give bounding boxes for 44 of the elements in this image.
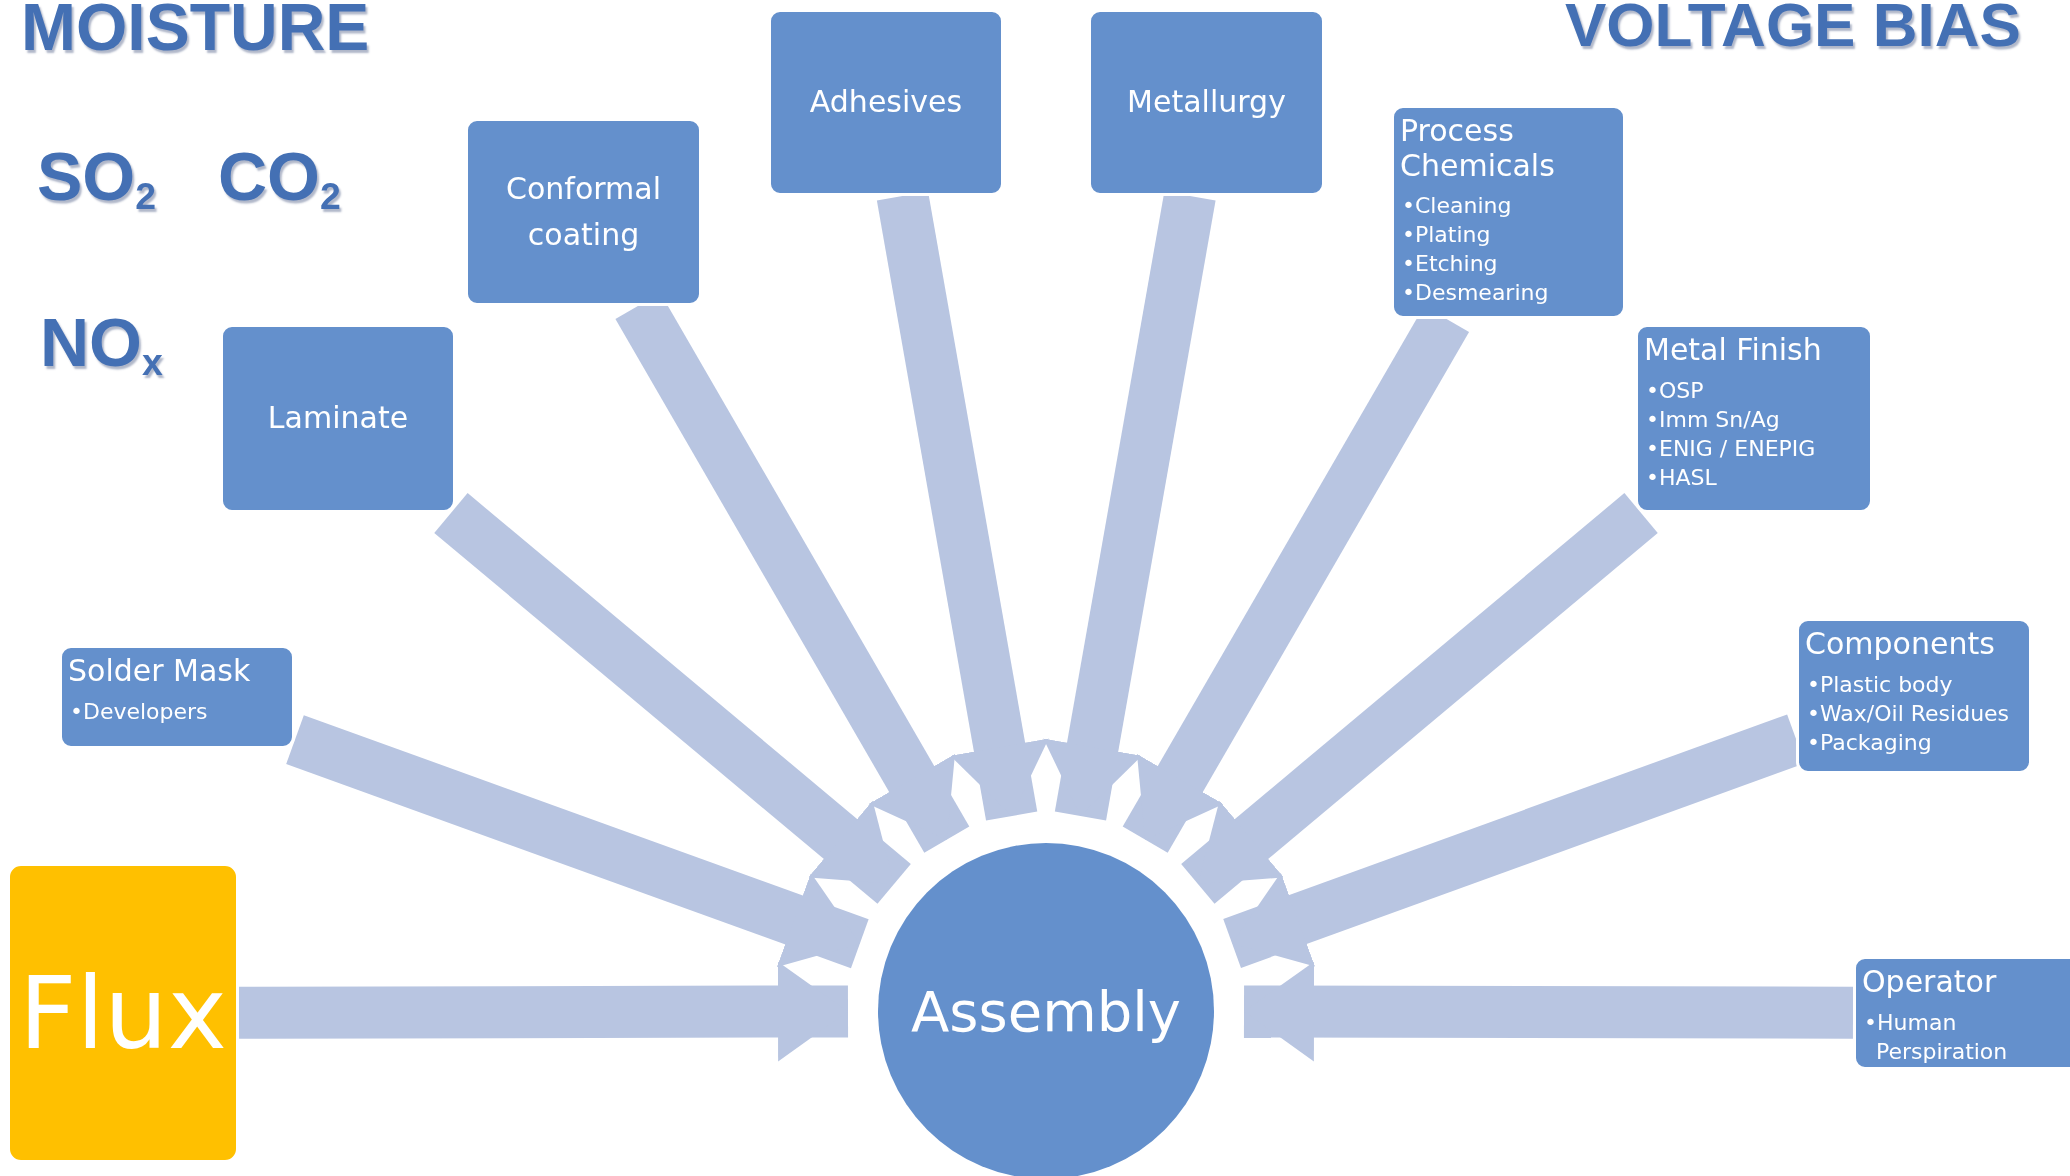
process-box — [1088, 9, 1325, 196]
arrow — [286, 715, 869, 969]
bullet-item: •Desmearing — [1402, 279, 1550, 308]
bullet-item: •Human Perspiration — [1864, 1008, 2009, 1066]
bullet-item: •ENIG / ENEPIG — [1646, 434, 1817, 463]
bullet-item: •Developers — [70, 697, 209, 726]
arrow — [1181, 493, 1658, 904]
bullet-item: •Packaging — [1807, 728, 1933, 757]
box-heading: Process Chemicals — [1400, 114, 1556, 183]
arrow — [1243, 961, 1854, 1062]
bullet-item: •Etching — [1402, 250, 1499, 279]
highlight-box — [7, 863, 239, 1163]
process-box — [59, 645, 295, 749]
bullet-item: •HASL — [1646, 463, 1718, 492]
box-label: Adhesives — [809, 83, 963, 122]
process-box — [1635, 324, 1873, 513]
box-heading: Components — [1805, 627, 1996, 662]
bullet-item: •Plating — [1402, 221, 1492, 250]
circle-label: Assembly — [911, 978, 1181, 1044]
arrow — [238, 961, 849, 1062]
box-heading: Solder Mask — [68, 654, 252, 689]
process-box — [1391, 105, 1626, 319]
box-label: Laminate — [267, 399, 409, 438]
process-box — [1796, 618, 2032, 774]
hazard-label: SO$_{2}$ — [37, 142, 157, 216]
box-label: Metallurgy — [1127, 83, 1286, 122]
process-box — [768, 9, 1004, 196]
arrow — [434, 493, 911, 904]
box-heading: Metal Finish — [1644, 333, 1823, 368]
hazard-label: VOLTAGE BIAS — [1565, 0, 2021, 56]
process-box — [465, 118, 702, 306]
box-heading: Operator — [1862, 965, 1998, 1000]
bullet-item: •Imm Sn/Ag — [1646, 405, 1781, 434]
bullet-item: •Plastic body — [1807, 670, 1954, 699]
bullet-item: •OSP — [1646, 376, 1705, 405]
process-box — [220, 324, 456, 513]
bullet-item: •Wax/Oil Residues — [1807, 699, 2011, 728]
hazard-label: CO$_{2}$ — [218, 142, 341, 216]
bullet-item: •Cleaning — [1402, 192, 1513, 220]
hazard-label: MOISTURE — [21, 0, 370, 60]
box-label: Flux — [19, 953, 227, 1074]
box-label: Conformal coating — [505, 169, 662, 254]
hazard-label: NO$_{x}$ — [40, 308, 163, 382]
process-box — [1853, 956, 2070, 1070]
